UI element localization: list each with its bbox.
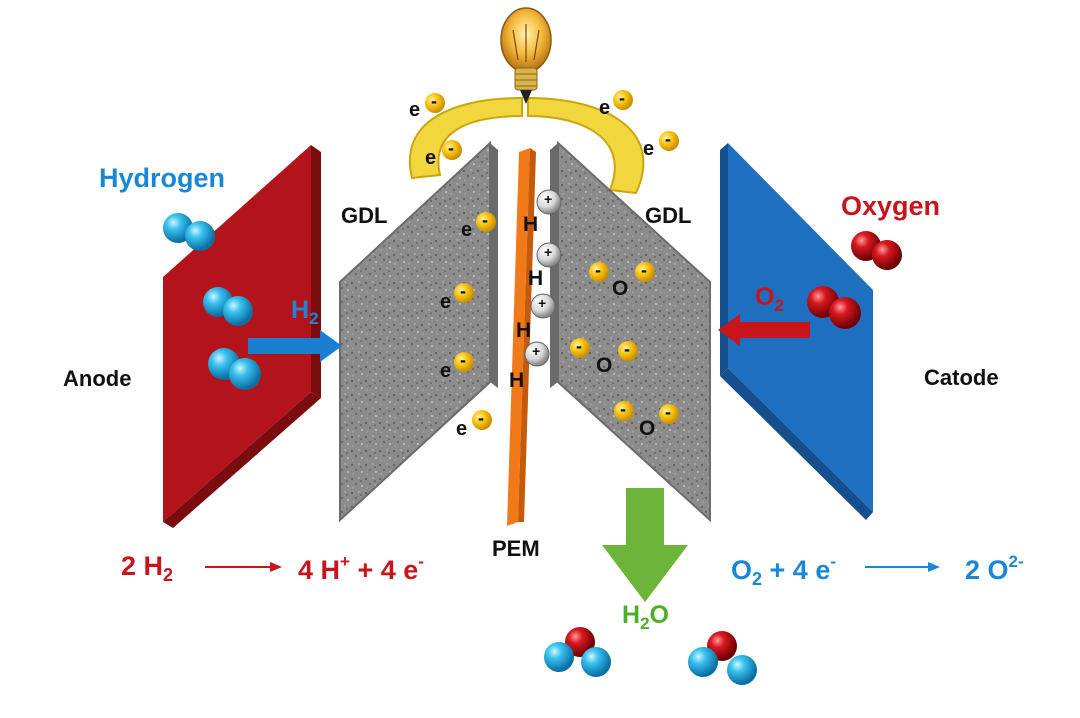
- hydrogen-molecule-2: [203, 287, 253, 326]
- hydrogen-label: Hydrogen: [99, 163, 226, 193]
- gdl-left-label: GDL: [341, 203, 388, 228]
- electron-charge: -: [576, 336, 582, 356]
- catode-label: Catode: [924, 365, 999, 390]
- electron-charge: -: [431, 91, 437, 111]
- proton-label: H: [523, 213, 539, 236]
- water-outflow-arrow: [602, 488, 688, 602]
- electron-label: e: [643, 138, 655, 160]
- h2-arrow-label: H2: [291, 296, 319, 328]
- anode-equation-right: 4 H+ + 4 e-: [298, 552, 424, 585]
- oxygen-molecule-2: [807, 286, 861, 329]
- cathode-equation-left: O2 + 4 e-: [731, 552, 837, 589]
- electron-label: e: [461, 219, 473, 241]
- hydrogen-molecule-3: [208, 348, 261, 390]
- electron-charge: -: [665, 402, 671, 422]
- proton-charge: +: [544, 244, 553, 260]
- electron-label: e: [409, 99, 421, 121]
- oxide-label: O: [612, 277, 629, 300]
- anode-plate: [163, 145, 321, 528]
- proton-charge: +: [532, 343, 541, 359]
- proton-charge: +: [538, 295, 547, 311]
- electron-label: e: [599, 97, 611, 119]
- oxide-label: O: [639, 417, 656, 440]
- electron-charge: -: [448, 138, 454, 158]
- gdl-left-layer: [339, 140, 498, 523]
- pem-membrane: [507, 148, 536, 526]
- electron-charge: -: [619, 88, 625, 108]
- electron-charge: -: [460, 281, 466, 301]
- hydrogen-inflow-arrow: [248, 330, 342, 362]
- electron-charge: -: [478, 408, 484, 428]
- o2-arrow-label: O2: [755, 283, 784, 315]
- electron-charge: -: [641, 260, 647, 280]
- water-label: H2O: [622, 601, 669, 633]
- water-molecule-1: [544, 627, 611, 677]
- circuit-wire-left: [409, 96, 523, 180]
- anode-label: Anode: [63, 366, 132, 391]
- gdl-right-layer: [550, 140, 711, 523]
- proton-label: H: [516, 319, 532, 342]
- gdl-right-label: GDL: [645, 203, 692, 228]
- light-bulb-icon: [500, 7, 552, 104]
- proton-label: H: [528, 267, 544, 290]
- electron-charge: -: [482, 210, 488, 230]
- electron-charge: -: [624, 339, 630, 359]
- anode-equation-arrow: [205, 562, 282, 572]
- water-molecule-2: [688, 631, 757, 685]
- oxide-label: O: [596, 354, 613, 377]
- anode-equation-left: 2 H2: [121, 551, 174, 585]
- proton-label: H: [509, 369, 525, 392]
- pem-label: PEM: [492, 536, 540, 561]
- electron-label: e: [440, 291, 452, 313]
- oxygen-inflow-arrow: [718, 314, 810, 346]
- electron-icons: [425, 90, 679, 430]
- electron-charge: -: [595, 260, 601, 280]
- electron-label: e: [440, 360, 452, 382]
- hydrogen-molecule-1: [163, 213, 215, 251]
- proton-icons: [524, 189, 562, 367]
- electron-label: e: [456, 418, 468, 440]
- electron-charge: -: [460, 350, 466, 370]
- cathode-equation-arrow: [865, 562, 940, 572]
- electron-charge: -: [665, 129, 671, 149]
- electron-label: e: [425, 147, 437, 169]
- cathode-equation-right: 2 O2-: [965, 552, 1024, 585]
- proton-charge: +: [544, 191, 553, 207]
- oxygen-molecule-1: [851, 231, 902, 270]
- electron-charge: -: [620, 399, 626, 419]
- oxygen-label: Oxygen: [841, 191, 941, 221]
